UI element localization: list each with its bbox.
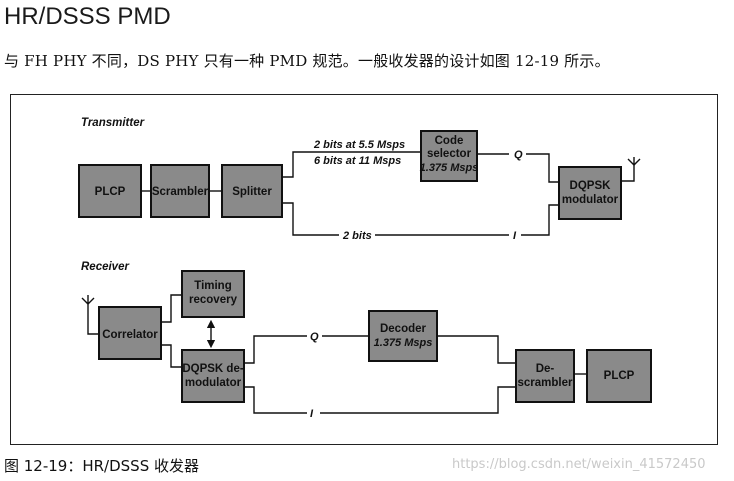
rx-decoder-block: Decoder 1.375 Msps (368, 310, 438, 362)
tx-modulator-line1: DQPSK (570, 180, 612, 192)
rx-wire-correlator-demod (161, 344, 182, 368)
rx-q-label: Q (310, 331, 319, 343)
rx-i-label: I (310, 408, 314, 420)
tx-scrambler-block: Scrambler (150, 164, 210, 218)
tx-antenna-icon (627, 157, 641, 166)
rx-demod-line1: DQPSK de- (182, 363, 244, 375)
rx-descrambler-line1: De- (536, 363, 555, 375)
source-watermark: https://blog.csdn.net/weixin_41572450 (452, 457, 706, 472)
rx-correlator-block: Correlator (98, 306, 162, 360)
rx-dqpsk-demodulator-block: DQPSK de- modulator (181, 349, 245, 403)
tx-code-selector-block: Code selector 1.375 Msps (420, 130, 479, 182)
rx-descrambler-line2: scrambler (518, 377, 574, 389)
receiver-section-label: Receiver (81, 261, 129, 273)
rx-wire-q-left (244, 335, 307, 364)
tx-wire-q-right (526, 153, 559, 183)
tx-modulator-line2: modulator (562, 194, 619, 206)
rx-wire-decoder-descrambler (437, 335, 516, 364)
rx-descrambler-block: De- scrambler (515, 349, 575, 403)
rx-demod-line2: modulator (185, 377, 242, 389)
tx-rate-label-1: 2 bits at 5.5 Msps (313, 139, 405, 151)
figure-caption: 图 12-19：HR/DSSS 收发器 (4, 457, 199, 475)
tx-code-selector-line1: Code (435, 135, 464, 147)
rx-wire-correlator-timing (161, 294, 182, 323)
section-heading: HR/DSSS PMD (4, 3, 171, 30)
transceiver-diagram: Transmitter PLCP Scrambler Splitter 2 bi… (78, 117, 652, 420)
rx-antenna-icon (81, 295, 95, 305)
tx-q-label: Q (514, 149, 523, 161)
tx-plcp-label: PLCP (95, 186, 126, 198)
rx-antenna-feed (87, 304, 99, 335)
rx-plcp-block: PLCP (586, 349, 652, 403)
tx-wire-splitter-code-selector (282, 151, 421, 178)
tx-code-selector-line2: selector (427, 148, 472, 160)
rx-plcp-label: PLCP (604, 370, 635, 382)
transmitter-section-label: Transmitter (81, 117, 145, 129)
rx-timing-line2: recovery (189, 294, 238, 306)
tx-code-selector-rate: 1.375 Msps (420, 162, 479, 174)
rx-decoder-line1: Decoder (380, 323, 427, 335)
tx-scrambler-label: Scrambler (152, 186, 209, 198)
tx-plcp-block: PLCP (78, 164, 142, 218)
tx-wire-i-right (521, 204, 559, 236)
tx-wire-bits-left (282, 202, 339, 236)
tx-splitter-block: Splitter (221, 164, 283, 218)
tx-dqpsk-modulator-block: DQPSK modulator (558, 166, 622, 220)
intro-paragraph: 与 FH PHY 不同，DS PHY 只有一种 PMD 规范。一般收发器的设计如… (4, 52, 610, 70)
rx-timing-line1: Timing (194, 280, 231, 292)
tx-rate-label-2: 6 bits at 11 Msps (314, 155, 401, 167)
tx-antenna-feed (621, 165, 635, 182)
rx-wire-i-right (320, 386, 516, 414)
rx-correlator-label: Correlator (102, 329, 158, 341)
tx-splitter-label: Splitter (232, 186, 272, 198)
tx-i-label: I (513, 230, 517, 242)
rx-timing-recovery-block: Timing recovery (181, 270, 245, 318)
tx-bits-label: 2 bits (342, 230, 372, 242)
figure-frame: Transmitter PLCP Scrambler Splitter 2 bi… (10, 94, 718, 445)
rx-decoder-rate: 1.375 Msps (374, 337, 433, 349)
rx-wire-i-left (244, 386, 307, 414)
